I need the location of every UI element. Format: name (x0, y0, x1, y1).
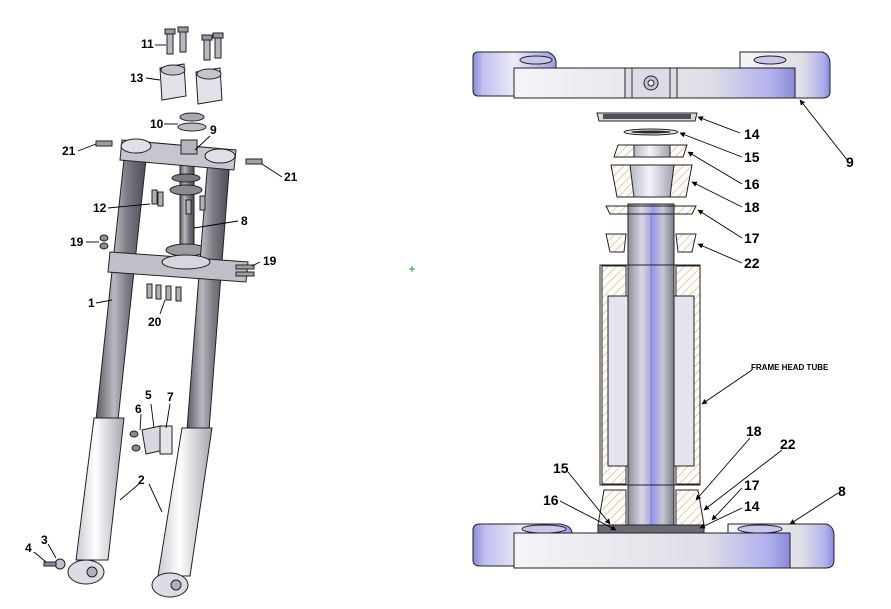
part-17-spacer-top (605, 205, 697, 215)
callout-14-top: 14 (744, 126, 760, 142)
part-21-pinch-bolts (95, 140, 263, 165)
part-15-seal (623, 128, 679, 136)
callout-15-top: 15 (744, 149, 760, 165)
callout-19-left: 19 (70, 235, 84, 249)
callout-16-bottom: 16 (543, 492, 559, 508)
frame-head-tube-label: FRAME HEAD TUBE (751, 363, 829, 372)
callout-17-bottom: 17 (744, 477, 760, 493)
callout-19-right: 19 (263, 254, 277, 268)
callout-21-right: 21 (284, 170, 298, 184)
part-11-riser-bolts (164, 26, 224, 61)
left-exploded-view: 11 13 10 9 21 21 12 8 19 19 1 20 5 6 7 2… (25, 26, 298, 598)
part-3-4-axle-bolts (43, 558, 66, 570)
part-22-bearing-top (605, 233, 697, 253)
part-10-bushings (177, 112, 207, 132)
left-callout-labels: 11 13 10 9 21 21 12 8 19 19 1 20 5 6 7 2… (25, 37, 298, 555)
part-5-7-brackets (129, 425, 173, 455)
right-callout-labels: 14 15 16 18 17 22 9 FRAME HEAD TUBE 18 2… (543, 126, 854, 514)
crosshair-mark (409, 266, 415, 272)
right-section-view: 14 15 16 18 17 22 9 FRAME HEAD TUBE 18 2… (472, 51, 854, 569)
callout-4: 4 (25, 541, 32, 555)
callout-3: 3 (41, 533, 48, 547)
part-18-bearing-cup-top (610, 164, 693, 198)
callout-21-left: 21 (62, 144, 76, 158)
top-clamp-section (472, 51, 831, 99)
callout-20: 20 (148, 315, 162, 329)
callout-13: 13 (130, 71, 144, 85)
lower-clamp-section (472, 523, 835, 569)
part-20-bolts (146, 283, 182, 302)
callout-15-bottom: 15 (553, 460, 569, 476)
callout-1: 1 (88, 296, 95, 310)
part-14-dust-shield (596, 112, 698, 122)
part-9-top-triple-clamp (119, 138, 237, 171)
callout-18-top: 18 (744, 199, 760, 215)
callout-7: 7 (167, 390, 174, 404)
callout-8-right: 8 (838, 483, 846, 499)
callout-9: 9 (210, 123, 217, 137)
frame-head-tube (599, 264, 701, 486)
callout-6: 6 (135, 402, 142, 416)
callout-12: 12 (93, 201, 107, 215)
callout-16-top: 16 (744, 176, 760, 192)
part-13-handlebar-risers (159, 63, 223, 105)
callout-11: 11 (141, 37, 154, 51)
callout-9-right: 9 (846, 154, 854, 170)
callout-2: 2 (138, 473, 145, 487)
callout-10: 10 (150, 117, 164, 131)
callout-5: 5 (145, 388, 152, 402)
part-12-clamp-bolts (151, 189, 206, 215)
part-8-lower-triple-clamp (107, 251, 249, 283)
left-leader-lines (33, 44, 283, 563)
callout-17-top: 17 (744, 230, 760, 246)
callout-8: 8 (241, 214, 248, 228)
part-16-bearing-race-top (613, 144, 688, 158)
callout-18-bottom: 18 (746, 423, 762, 439)
right-leader-lines (559, 99, 849, 531)
steering-stem-tube (627, 203, 675, 535)
part-19-lower-clamp-bolts (99, 234, 255, 277)
callout-22-bottom: 22 (780, 436, 796, 452)
callout-22-top: 22 (744, 255, 760, 271)
callout-14-bottom: 14 (744, 498, 760, 514)
part-2-fork-sliders (67, 417, 213, 598)
